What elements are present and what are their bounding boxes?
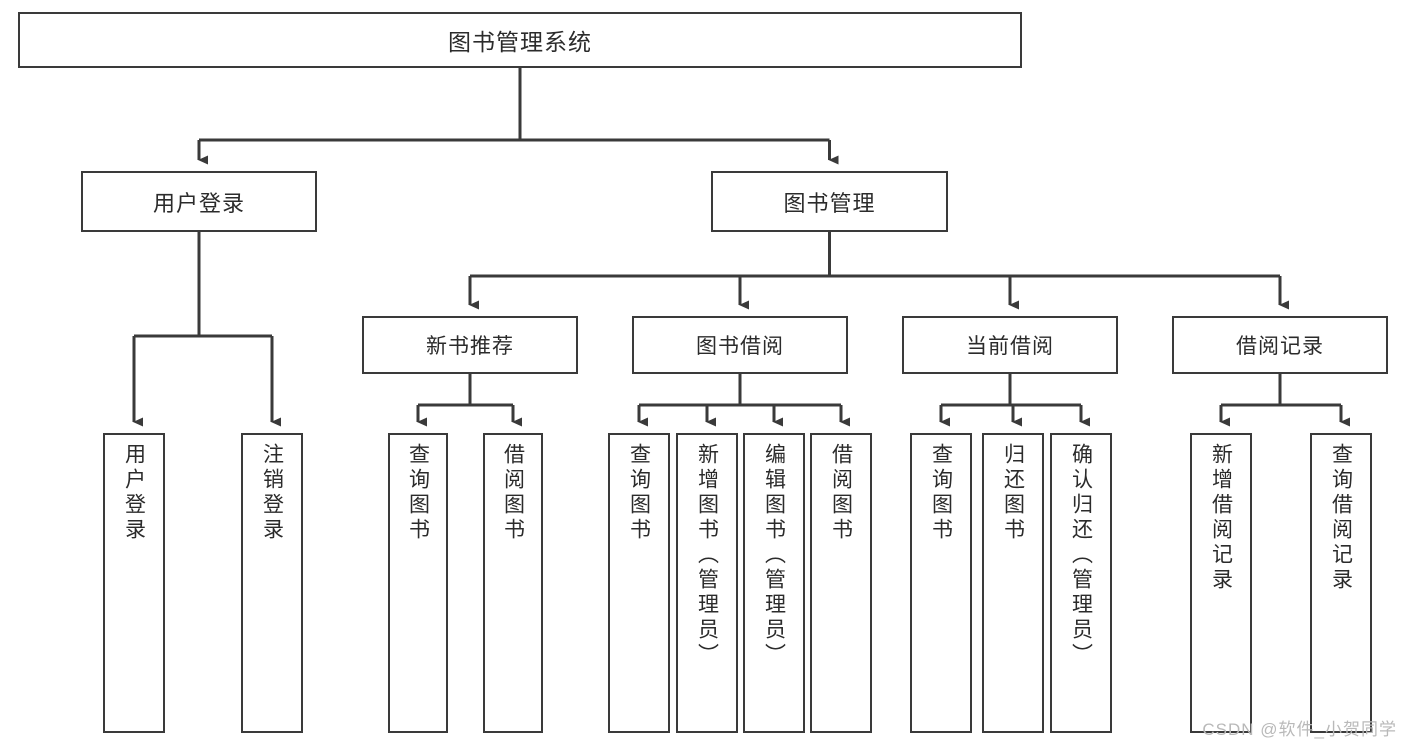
node-new-book-recommend[interactable]: 新书推荐 xyxy=(362,316,578,374)
node-query-borrow-record[interactable]: 查询借阅记录 xyxy=(1310,433,1372,733)
node-query-book-recommend[interactable]: 查询图书 xyxy=(388,433,448,733)
node-borrow-record[interactable]: 借阅记录 xyxy=(1172,316,1388,374)
node-user-login-label: 用户登录 xyxy=(152,190,245,216)
node-add-book-admin-label: 新增图书（管理员） xyxy=(695,443,719,668)
node-query-book-recommend-label: 查询图书 xyxy=(406,443,430,543)
node-logout-action[interactable]: 注销登录 xyxy=(241,433,303,733)
node-query-book-borrow-label: 查询图书 xyxy=(627,443,651,543)
node-borrow-book-recommend[interactable]: 借阅图书 xyxy=(483,433,543,733)
node-add-borrow-record-label: 新增借阅记录 xyxy=(1209,443,1233,593)
node-query-book-borrow[interactable]: 查询图书 xyxy=(608,433,670,733)
node-current-borrow-label: 当前借阅 xyxy=(966,335,1054,358)
node-query-book-current[interactable]: 查询图书 xyxy=(910,433,972,733)
node-book-borrow[interactable]: 图书借阅 xyxy=(632,316,848,374)
node-user-login[interactable]: 用户登录 xyxy=(81,171,317,232)
node-confirm-return-admin-label: 确认归还（管理员） xyxy=(1069,443,1093,668)
node-borrow-book-recommend-label: 借阅图书 xyxy=(501,443,525,543)
node-root[interactable]: 图书管理系统 xyxy=(18,12,1022,68)
node-new-book-recommend-label: 新书推荐 xyxy=(426,335,514,358)
node-borrow-book-action-label: 借阅图书 xyxy=(829,443,853,543)
node-add-borrow-record[interactable]: 新增借阅记录 xyxy=(1190,433,1252,733)
node-book-manage[interactable]: 图书管理 xyxy=(711,171,948,232)
node-query-borrow-record-label: 查询借阅记录 xyxy=(1329,443,1353,593)
node-return-book[interactable]: 归还图书 xyxy=(982,433,1044,733)
node-borrow-record-label: 借阅记录 xyxy=(1236,335,1324,358)
node-user-login-action[interactable]: 用户登录 xyxy=(103,433,165,733)
node-user-login-action-label: 用户登录 xyxy=(122,443,146,543)
watermark-text: CSDN @软件_小贺同学 xyxy=(1202,720,1397,739)
node-confirm-return-admin[interactable]: 确认归还（管理员） xyxy=(1050,433,1112,733)
node-edit-book-admin[interactable]: 编辑图书（管理员） xyxy=(743,433,805,733)
node-query-book-current-label: 查询图书 xyxy=(929,443,953,543)
node-edit-book-admin-label: 编辑图书（管理员） xyxy=(762,443,786,668)
node-return-book-label: 归还图书 xyxy=(1001,443,1025,543)
node-book-borrow-label: 图书借阅 xyxy=(696,335,784,358)
node-borrow-book-action[interactable]: 借阅图书 xyxy=(810,433,872,733)
node-current-borrow[interactable]: 当前借阅 xyxy=(902,316,1118,374)
node-root-label: 图书管理系统 xyxy=(448,29,592,55)
node-logout-action-label: 注销登录 xyxy=(260,443,284,543)
node-book-manage-label: 图书管理 xyxy=(783,190,876,216)
node-add-book-admin[interactable]: 新增图书（管理员） xyxy=(676,433,738,733)
